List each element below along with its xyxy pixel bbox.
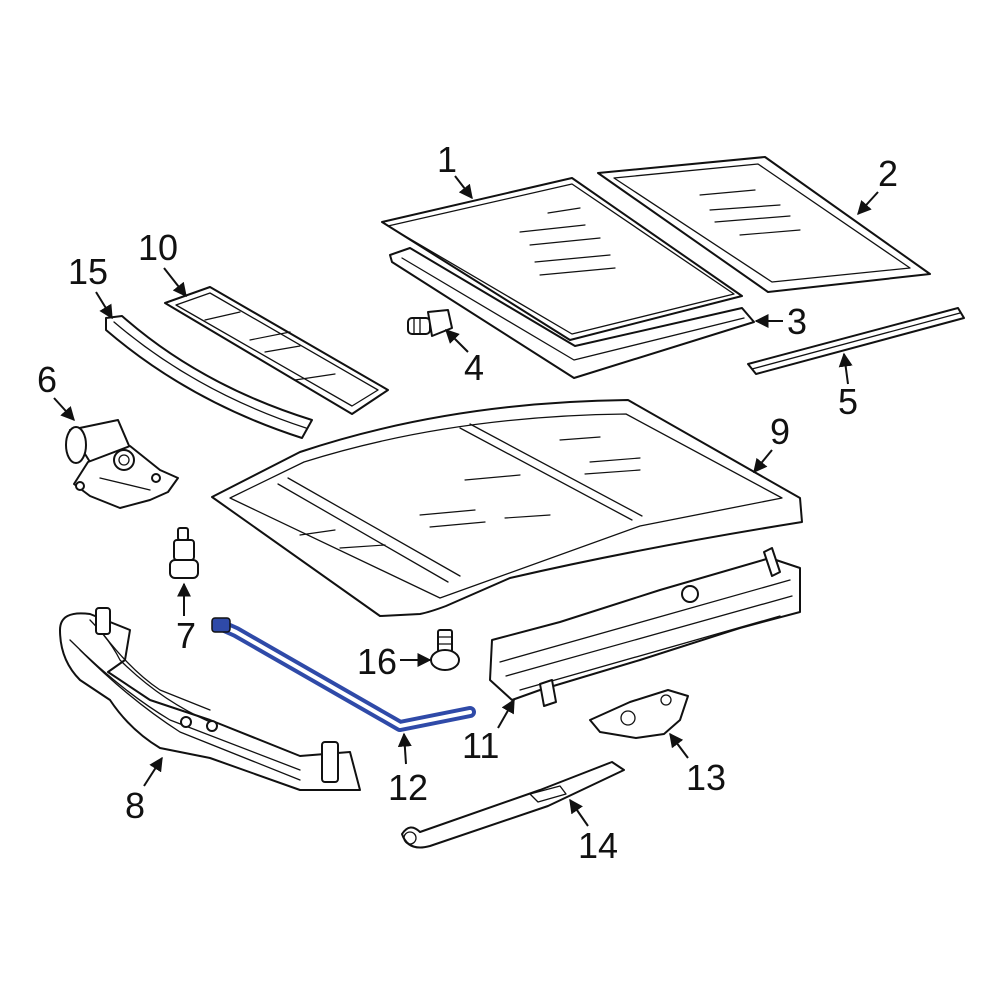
svg-text:16: 16 bbox=[357, 641, 397, 682]
part-14-rail[interactable] bbox=[401, 761, 625, 849]
callout-16: 16 bbox=[357, 641, 432, 682]
svg-text:10: 10 bbox=[138, 227, 178, 268]
svg-text:4: 4 bbox=[464, 347, 484, 388]
svg-text:15: 15 bbox=[68, 251, 108, 292]
svg-text:6: 6 bbox=[37, 359, 57, 400]
callout-3: 3 bbox=[754, 301, 807, 342]
svg-text:1: 1 bbox=[437, 139, 457, 180]
svg-text:11: 11 bbox=[462, 725, 499, 766]
svg-text:5: 5 bbox=[838, 381, 858, 422]
callout-1: 1 bbox=[437, 139, 473, 200]
callout-5: 5 bbox=[838, 352, 858, 422]
callout-9: 9 bbox=[753, 411, 790, 474]
svg-text:8: 8 bbox=[125, 785, 145, 826]
svg-text:7: 7 bbox=[176, 615, 196, 656]
callout-12: 12 bbox=[388, 732, 428, 808]
svg-text:3: 3 bbox=[787, 301, 807, 342]
svg-text:12: 12 bbox=[388, 767, 428, 808]
callout-2: 2 bbox=[857, 153, 898, 216]
part-7-bolt[interactable] bbox=[169, 527, 199, 579]
callout-8: 8 bbox=[125, 756, 163, 826]
part-4-bolt[interactable] bbox=[407, 309, 453, 337]
part-2-glass-panel[interactable] bbox=[597, 156, 931, 293]
callout-14: 14 bbox=[569, 798, 618, 866]
callout-13: 13 bbox=[669, 732, 726, 798]
part-10-glass-panel[interactable] bbox=[164, 286, 389, 415]
part-6-motor[interactable] bbox=[65, 419, 179, 509]
part-9-frame[interactable] bbox=[211, 399, 803, 617]
part-5-weatherstrip[interactable] bbox=[747, 307, 965, 375]
part-1-glass-panel[interactable] bbox=[381, 177, 743, 341]
part-11-track[interactable] bbox=[489, 547, 801, 707]
callout-11: 11 bbox=[462, 698, 515, 766]
callout-15: 15 bbox=[68, 251, 113, 320]
callout-7: 7 bbox=[176, 582, 196, 656]
callout-6: 6 bbox=[37, 359, 75, 422]
part-13-bracket[interactable] bbox=[589, 689, 689, 739]
svg-text:13: 13 bbox=[686, 757, 726, 798]
svg-text:14: 14 bbox=[578, 825, 618, 866]
part-15-deflector[interactable] bbox=[105, 315, 313, 439]
svg-text:2: 2 bbox=[878, 153, 898, 194]
part-8-cable-assembly[interactable] bbox=[59, 607, 361, 791]
callout-4: 4 bbox=[445, 329, 484, 388]
part-12-cable[interactable] bbox=[211, 617, 476, 732]
callout-10: 10 bbox=[138, 227, 187, 298]
part-3-seal[interactable] bbox=[389, 247, 755, 379]
part-16-bolt[interactable] bbox=[430, 629, 460, 671]
svg-text:9: 9 bbox=[770, 411, 790, 452]
